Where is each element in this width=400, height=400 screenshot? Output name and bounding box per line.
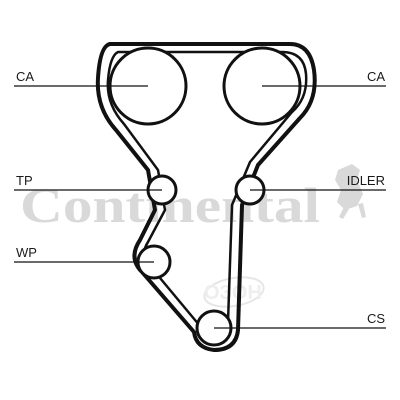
label-crankshaft: CS <box>367 311 385 326</box>
timing-belt-outer <box>95 42 317 352</box>
label-water-pump: WP <box>16 245 37 260</box>
horse-logo-icon <box>335 164 366 219</box>
continental-watermark: Continental <box>20 164 366 233</box>
ozon-watermark: ОЗОН <box>203 276 265 308</box>
label-camshaft-left: CA <box>16 69 34 84</box>
leader-lines <box>14 85 386 329</box>
watermark-site: ОЗОН <box>204 282 262 304</box>
label-camshaft-right: CA <box>367 69 385 84</box>
label-idler-pulley: IDLER <box>347 173 385 188</box>
label-tensioner-pulley: TP <box>16 173 33 188</box>
